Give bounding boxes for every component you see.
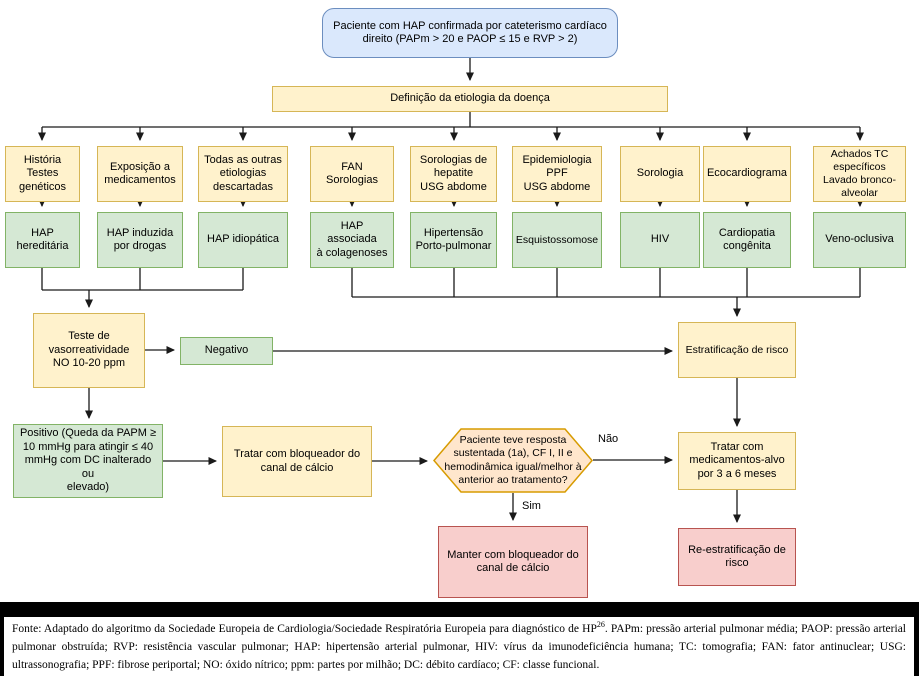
- node-label: Re-estratificação de risco: [688, 543, 786, 569]
- node-tratar-medicamentos-alvo: Tratar com medicamentos-alvo por 3 a 6 m…: [678, 432, 796, 490]
- node-label: Positivo (Queda da PAPM ≥ 10 mmHg para a…: [19, 427, 157, 494]
- node-label: Achados TC específicos Lavado bronco- al…: [823, 148, 896, 199]
- node-label: HAP associada à colagenoses: [316, 219, 388, 259]
- node-label: Hipertensão Porto-pulmonar: [415, 226, 492, 252]
- node-historia-testes-geneticos: História Testes genéticos: [5, 146, 80, 202]
- node-label: Definição da etiologia da doença: [390, 92, 550, 105]
- node-esquistossomose: Esquistossomose: [512, 212, 602, 268]
- node-label: Teste de vasorreatividade NO 10-20 ppm: [48, 330, 130, 370]
- node-label: Sorologia: [636, 167, 684, 180]
- node-label: FAN Sorologias: [326, 160, 378, 186]
- node-negativo: Negativo: [180, 337, 273, 365]
- edge-label-nao: Não: [598, 433, 619, 445]
- node-label: Manter com bloqueador do canal de cálcio: [447, 548, 579, 574]
- node-label: Ecocardiograma: [706, 167, 788, 180]
- node-epidemiologia-ppf: Epidemiologia PPF USG abdome: [512, 146, 602, 202]
- edge-label-sim: Sim: [522, 500, 541, 512]
- node-hiv: HIV: [620, 212, 700, 268]
- node-hap-colagenoses: HAP associada à colagenoses: [310, 212, 394, 268]
- node-positivo: Positivo (Queda da PAPM ≥ 10 mmHg para a…: [13, 424, 163, 498]
- node-label: Tratar com bloqueador do canal de cálcio: [233, 448, 361, 474]
- node-hap-induzida-drogas: HAP induzida por drogas: [97, 212, 183, 268]
- footnote-abbreviations-text: . PAPm: pressão arterial pulmonar média;…: [12, 623, 906, 672]
- node-label: HAP hereditária: [16, 226, 69, 252]
- node-label: Sorologias de hepatite USG abdome: [419, 153, 488, 193]
- node-hap-confirmada: Paciente com HAP confirmada por cateteri…: [322, 8, 618, 58]
- node-teste-vasorreatividade: Teste de vasorreatividade NO 10-20 ppm: [33, 313, 145, 388]
- footnote-source-text: Fonte: Adaptado do algoritmo da Sociedad…: [12, 623, 597, 635]
- node-decisao-resposta-sustentada: Paciente teve resposta sustentada (1a), …: [433, 428, 593, 493]
- node-label: HAP idiopática: [207, 233, 279, 246]
- node-achados-tc: Achados TC específicos Lavado bronco- al…: [813, 146, 906, 202]
- node-manter-bloqueador-calcio: Manter com bloqueador do canal de cálcio: [438, 526, 588, 598]
- divider-band: [0, 602, 919, 617]
- footnote: Fonte: Adaptado do algoritmo da Sociedad…: [0, 617, 919, 676]
- node-hap-hereditaria: HAP hereditária: [5, 212, 80, 268]
- node-label: Paciente teve resposta sustentada (1a), …: [444, 434, 582, 486]
- node-label: HAP induzida por drogas: [106, 226, 174, 252]
- node-label: Tratar com medicamentos-alvo por 3 a 6 m…: [689, 440, 785, 480]
- node-tratar-bloqueador-calcio: Tratar com bloqueador do canal de cálcio: [222, 426, 372, 497]
- node-label: Veno-oclusiva: [825, 233, 894, 246]
- node-label: História Testes genéticos: [18, 153, 67, 193]
- node-label: Estratificação de risco: [685, 343, 789, 356]
- node-label: Esquistossomose: [515, 233, 599, 246]
- footnote-reference-superscript: 26: [596, 620, 605, 630]
- node-label: HIV: [650, 233, 670, 246]
- hexagon-shape: [433, 428, 593, 493]
- node-label: Paciente com HAP confirmada por cateteri…: [333, 19, 607, 45]
- node-cardiopatia-congenita: Cardiopatia congênita: [703, 212, 791, 268]
- node-label: Negativo: [204, 344, 249, 357]
- node-fan-sorologias: FAN Sorologias: [310, 146, 394, 202]
- node-ecocardiograma: Ecocardiograma: [703, 146, 791, 202]
- node-definicao-etiologia: Definição da etiologia da doença: [272, 86, 668, 112]
- node-exposicao-medicamentos: Exposição a medicamentos: [97, 146, 183, 202]
- node-reestratificacao-risco: Re-estratificação de risco: [678, 528, 796, 586]
- node-hipertensao-porto-pulmonar: Hipertensão Porto-pulmonar: [410, 212, 497, 268]
- node-sorologia: Sorologia: [620, 146, 700, 202]
- node-sorologias-hepatite: Sorologias de hepatite USG abdome: [410, 146, 497, 202]
- node-label: Cardiopatia congênita: [718, 226, 776, 252]
- node-hap-idiopatica: HAP idiopática: [198, 212, 288, 268]
- node-veno-oclusiva: Veno-oclusiva: [813, 212, 906, 268]
- node-estratificacao-risco: Estratificação de risco: [678, 322, 796, 378]
- node-outras-etiologias-descartadas: Todas as outras etiologias descartadas: [198, 146, 288, 202]
- node-label: Todas as outras etiologias descartadas: [204, 153, 282, 193]
- node-label: Epidemiologia PPF USG abdome: [522, 153, 592, 193]
- node-label: Exposição a medicamentos: [104, 160, 176, 186]
